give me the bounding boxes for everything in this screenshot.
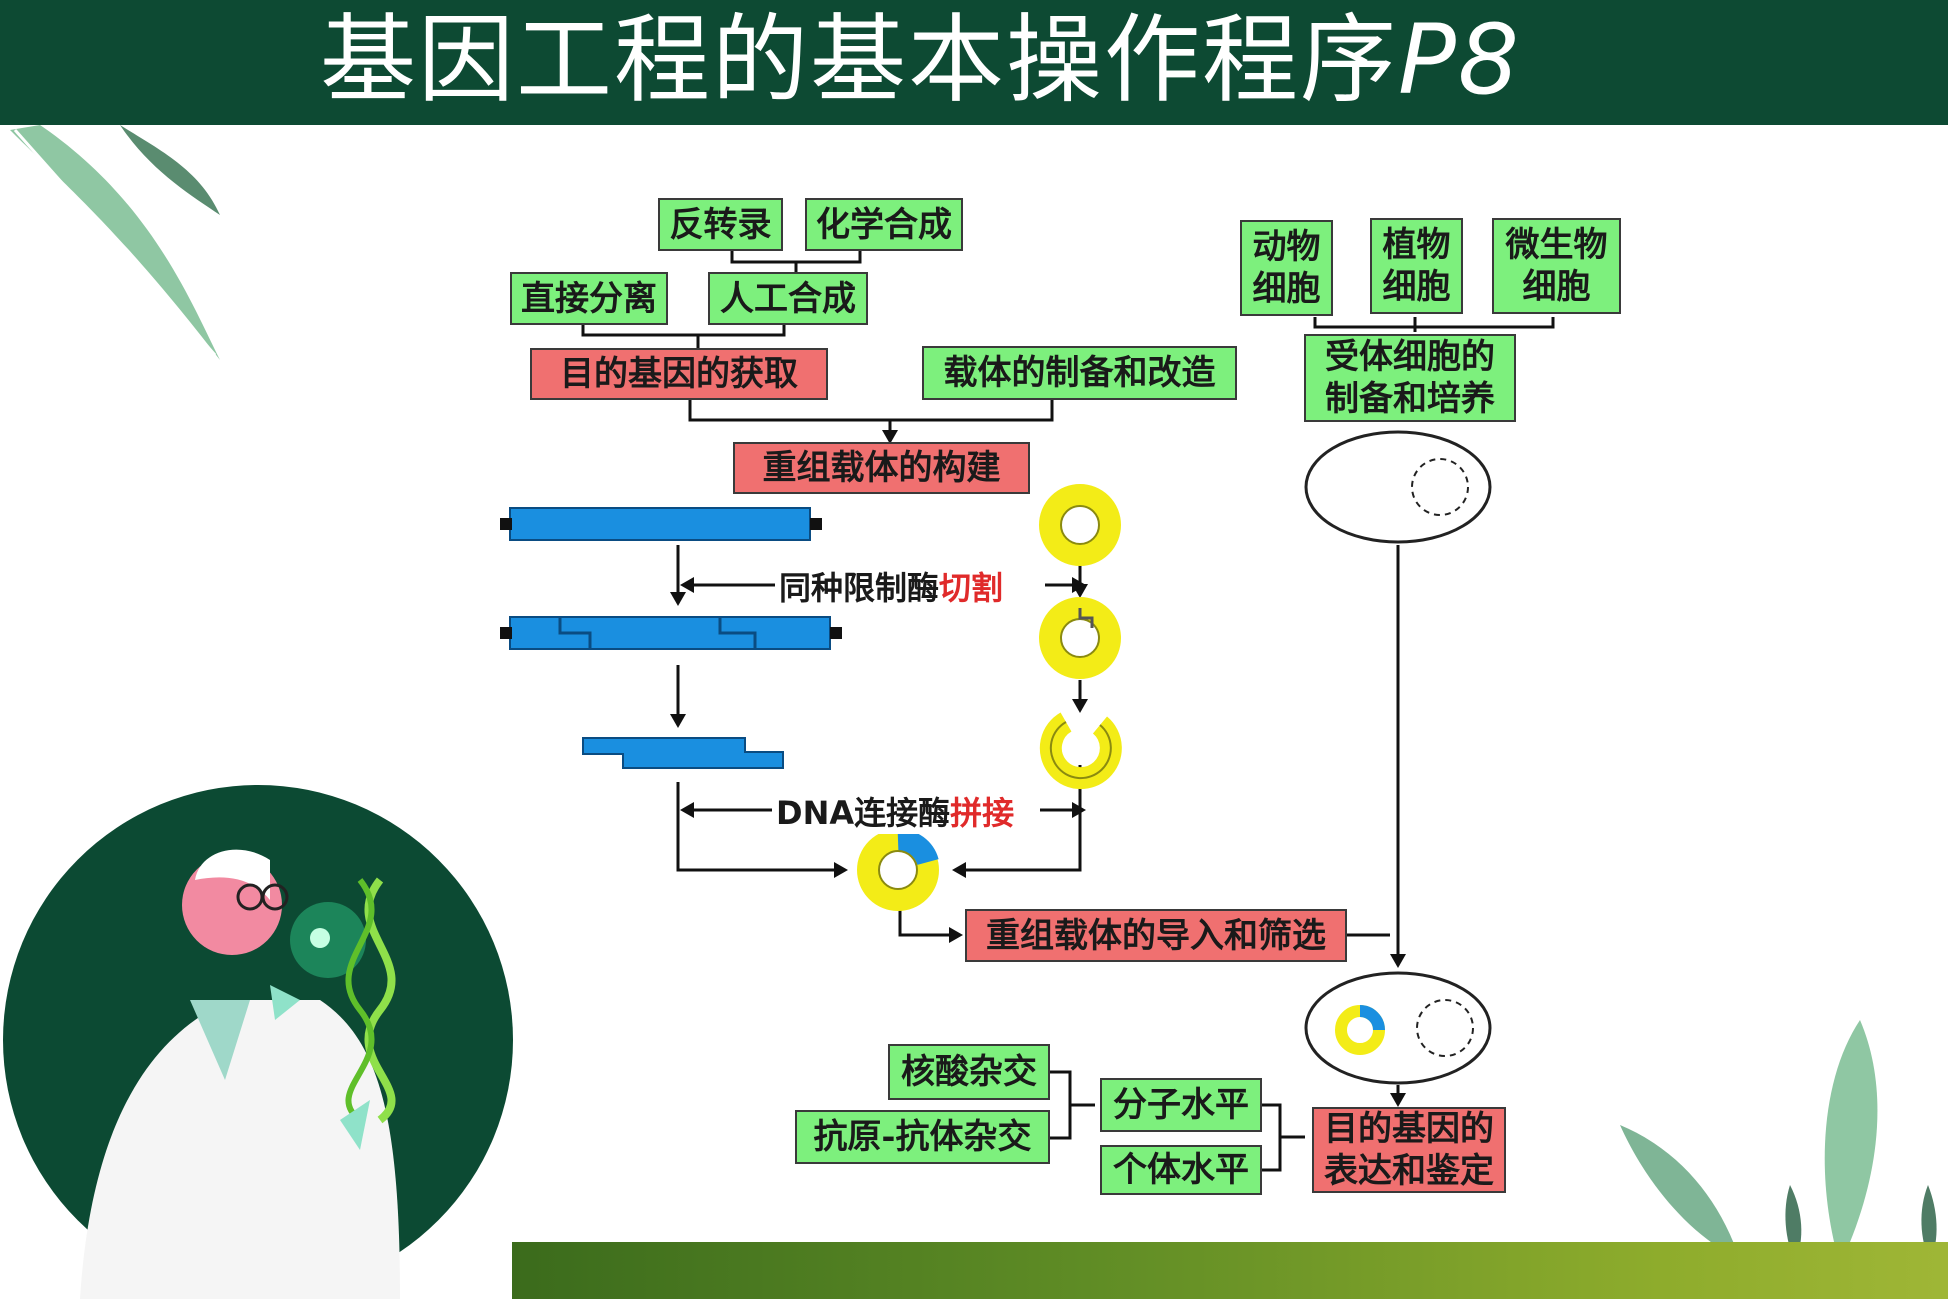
recipient-cell <box>1304 430 1492 544</box>
leaf-decoration-bottom-right <box>1620 1020 1937 1265</box>
plant-line1: 植物 <box>1382 225 1451 265</box>
animal-line1: 动物 <box>1252 227 1321 267</box>
arrowheads <box>670 430 1406 1107</box>
introduction-screening-box: 重组载体的导入和筛选 <box>965 909 1347 962</box>
direct-isolation-box: 直接分离 <box>510 272 668 325</box>
reverse-transcription-box: 反转录 <box>658 198 783 251</box>
artificial-synthesis-box: 人工合成 <box>708 272 868 325</box>
expression-line1: 目的基因的 <box>1324 1109 1494 1149</box>
page-number: P8 <box>1398 4 1521 116</box>
molecular-level-box: 分子水平 <box>1100 1078 1262 1132</box>
individual-level-box: 个体水平 <box>1100 1145 1262 1195</box>
plasmid-open <box>1039 712 1122 790</box>
expression-identification-box: 目的基因的 表达和鉴定 <box>1312 1107 1506 1193</box>
plant-cell-box: 植物 细胞 <box>1370 218 1463 314</box>
leaf-decoration-top-left <box>10 125 220 360</box>
animal-cell-box: 动物 细胞 <box>1240 220 1333 316</box>
plasmid-recombinant <box>857 829 939 911</box>
page-title: 基因工程的基本操作程序P8 <box>320 4 1521 116</box>
recipient-prep-box: 受体细胞的 制备和培养 <box>1304 334 1516 422</box>
plasmid-intact <box>1039 484 1121 566</box>
vector-preparation-box: 载体的制备和改造 <box>922 346 1237 400</box>
dna-fragment-intact <box>500 507 822 541</box>
ligase-label: DNA连接酶拼接 <box>772 788 1019 834</box>
chemical-synthesis-box: 化学合成 <box>805 198 963 251</box>
transformed-cell <box>1304 971 1492 1085</box>
microbe-line1: 微生物 <box>1505 225 1608 265</box>
recombinant-construction-box: 重组载体的构建 <box>733 442 1030 494</box>
restriction-enzyme-label: 同种限制酶切割 <box>775 563 1008 609</box>
microbe-line2: 细胞 <box>1522 267 1591 307</box>
microbe-cell-box: 微生物 细胞 <box>1492 218 1621 314</box>
nucleic-hybridization-box: 核酸杂交 <box>888 1044 1050 1100</box>
prep-line1: 受体细胞的 <box>1325 337 1495 377</box>
title-bar: 基因工程的基本操作程序P8 <box>0 0 1948 125</box>
connector-lines <box>581 247 1555 1172</box>
expression-line2: 表达和鉴定 <box>1324 1151 1494 1191</box>
prep-line2: 制备和培养 <box>1325 379 1495 419</box>
dna-fragment-cut <box>500 616 842 650</box>
bottom-accent-bar <box>512 1242 1948 1299</box>
target-gene-acquisition-box: 目的基因的获取 <box>530 348 828 400</box>
plant-line2: 细胞 <box>1382 267 1451 307</box>
dna-fragment-target-gene <box>582 737 784 769</box>
antigen-antibody-box: 抗原-抗体杂交 <box>795 1110 1050 1164</box>
plasmid-cut <box>1039 597 1121 679</box>
animal-line2: 细胞 <box>1252 269 1321 309</box>
scientist-illustration <box>3 785 513 1299</box>
